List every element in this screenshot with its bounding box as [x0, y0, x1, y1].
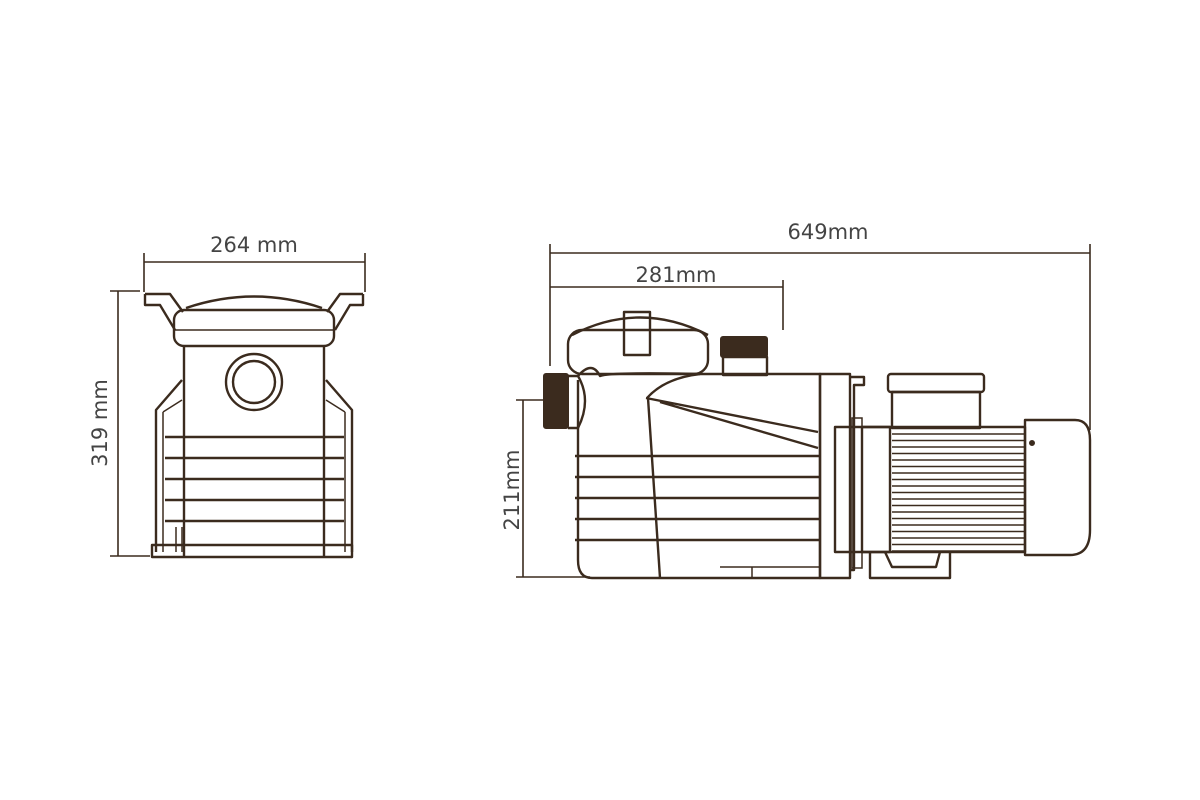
- side-view: 649mm 281mm 211mm: [500, 220, 1092, 580]
- inlet-height-label: 211mm: [500, 450, 524, 531]
- inlet-height-dimension: 211mm: [500, 399, 590, 578]
- height-dimension: 319 mm: [88, 290, 150, 557]
- front-view: 264 mm 319 mm: [88, 233, 366, 559]
- outlet-offset-label: 281mm: [636, 263, 717, 287]
- front-pump-outline: [143, 292, 365, 559]
- front-width-label: 264 mm: [210, 233, 298, 257]
- overall-length-label: 649mm: [788, 220, 869, 244]
- front-height-label: 319 mm: [88, 379, 112, 467]
- motor-body: [833, 425, 1027, 554]
- outlet-offset-dimension: 281mm: [550, 263, 784, 330]
- width-dimension: 264 mm: [143, 233, 366, 292]
- side-pump-outline: [543, 310, 1092, 580]
- overall-length-dimension: 649mm: [549, 220, 1091, 430]
